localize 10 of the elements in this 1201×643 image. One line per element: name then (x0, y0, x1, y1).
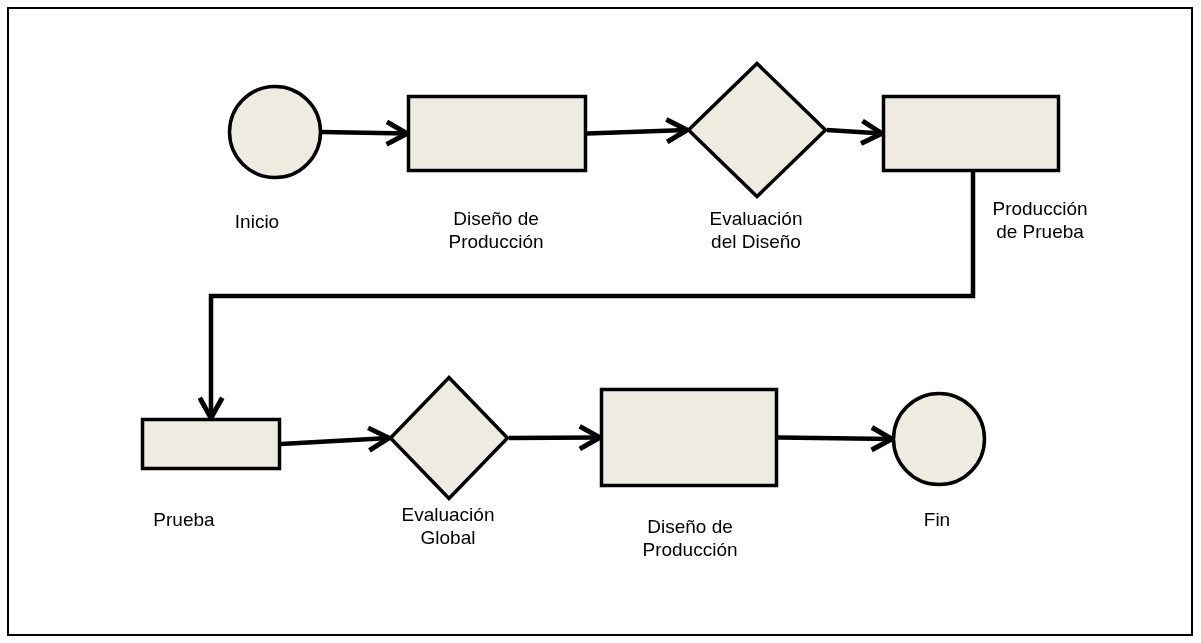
arrow (280, 425, 392, 453)
node-caption: Evaluación Global (400, 503, 496, 549)
node-caption: Producción de Prueba (991, 197, 1089, 243)
node-caption: Diseño de Producción (447, 207, 545, 253)
arrow (586, 117, 690, 145)
node-caption: Evaluación del Diseño (708, 207, 804, 253)
node-caption: Inicio (233, 210, 281, 233)
node-caption: Diseño de Producción (641, 515, 739, 561)
node-caption: Fin (922, 508, 952, 531)
node-caption: Prueba (152, 508, 216, 531)
